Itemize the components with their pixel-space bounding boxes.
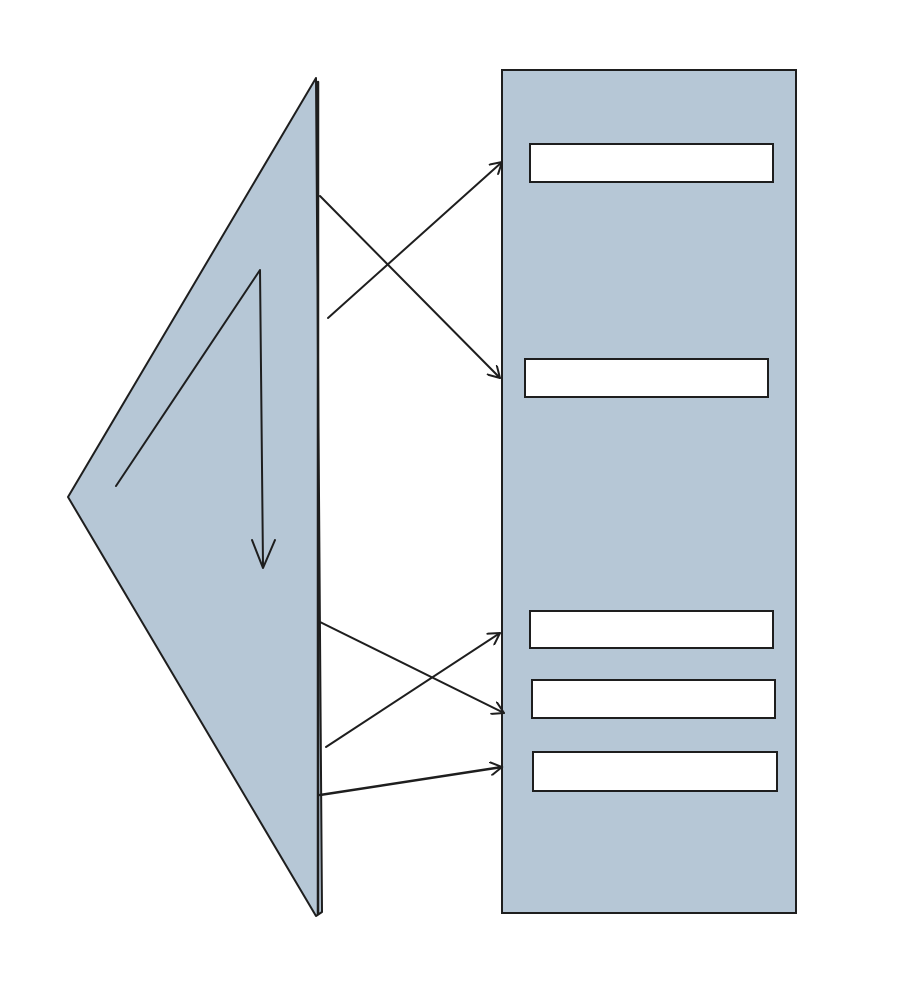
slot-1 (529, 143, 774, 183)
slot-5 (532, 751, 778, 792)
wedge-inner-arrow (115, 269, 264, 567)
arrow-wedge-to-slot-2 (319, 195, 501, 379)
wedge-shape (67, 77, 323, 917)
slot-3 (529, 610, 774, 649)
arrow-wedge-to-slot-5 (318, 767, 504, 797)
slot-2 (524, 358, 769, 398)
arrow-wedge-to-slot-4 (319, 621, 505, 713)
arrow-wedge-to-slot-1 (327, 161, 503, 319)
slot-4 (531, 679, 776, 719)
wedge-inner-arrowhead (251, 539, 276, 569)
arrow-wedge-to-slot-3 (325, 632, 501, 748)
